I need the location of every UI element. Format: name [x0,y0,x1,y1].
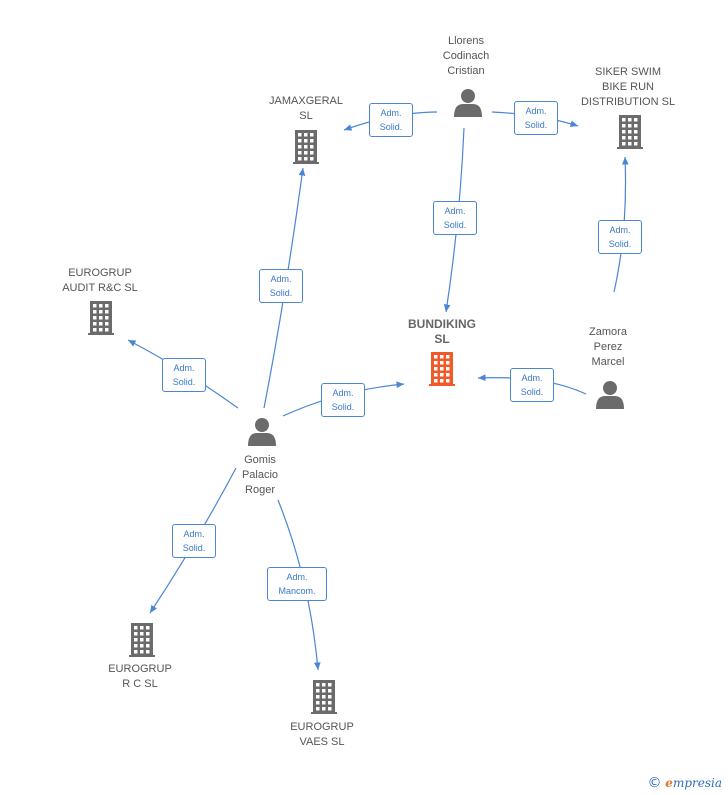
empresia-watermark: © empresia [647,775,722,791]
node-label-eurogrup-vaes[interactable]: EUROGRUP VAES SL [290,721,354,748]
edge-label-llorens-siker: Adm. Solid. [514,101,558,135]
building-icon-eurogrup_audit[interactable] [88,301,114,335]
edge-label-gomis-eurogrup-audit: Adm. Solid. [162,358,206,392]
node-label-gomis[interactable]: Gomis Palacio Roger [241,454,279,496]
copyright-symbol: © [647,775,662,791]
edge-label-gomis-eurogrup-rc: Adm. Solid. [172,524,216,558]
person-icon-gomis[interactable] [248,418,276,446]
edge-label-llorens-jamaxgeral: Adm. Solid. [369,103,413,137]
edge-label-zamora-bundiking: Adm. Solid. [510,368,554,402]
node-label-siker[interactable]: SIKER SWIM BIKE RUN DISTRIBUTION SL [580,66,676,108]
person-icon-zamora[interactable] [596,381,624,409]
building-icon-bundiking[interactable] [429,352,455,386]
edge-label-gomis-bundiking: Adm. Solid. [321,383,365,417]
edge-label-llorens-bundiking: Adm. Solid. [433,201,477,235]
node-label-llorens[interactable]: Llorens Codinach Cristian [442,35,490,77]
node-label-bundiking[interactable]: BUNDIKING SL [408,317,476,346]
brand-name: mpresia [672,776,722,790]
person-icon-llorens[interactable] [454,89,482,117]
node-label-eurogrup-rc[interactable]: EUROGRUP R C SL [108,663,172,690]
node-label-zamora[interactable]: Zamora Perez Marcel [589,326,627,368]
brand-initial: e [665,776,673,790]
building-icon-eurogrup_rc[interactable] [129,623,155,657]
building-icon-jamaxgeral[interactable] [293,130,319,164]
edge-label-zamora-siker: Adm. Solid. [598,220,642,254]
building-icon-eurogrup_vaes[interactable] [311,680,337,714]
node-label-jamaxgeral[interactable]: JAMAXGERAL SL [269,95,343,122]
edge-label-gomis-jamaxgeral: Adm. Solid. [259,269,303,303]
node-label-eurogrup-audit[interactable]: EUROGRUP AUDIT R&C SL [62,267,138,294]
building-icon-siker[interactable] [617,115,643,149]
edge-label-gomis-eurogrup-vaes: Adm. Mancom. [267,567,327,601]
